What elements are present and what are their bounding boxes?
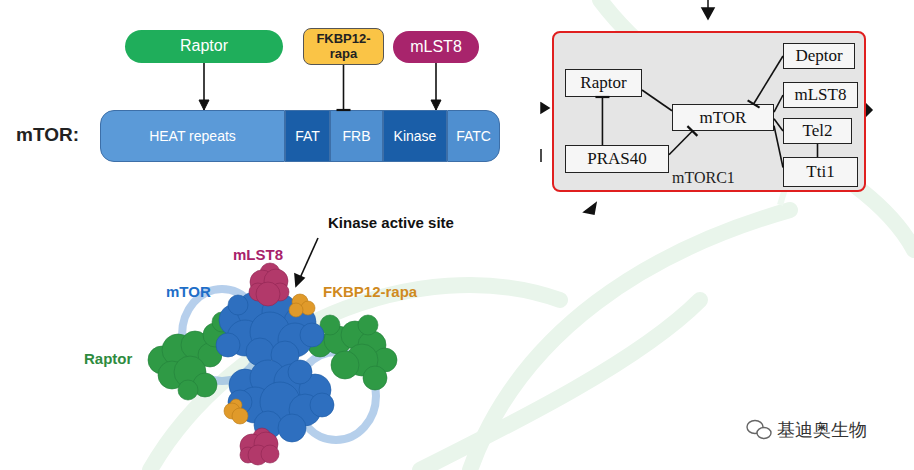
node-label: mLST8 <box>795 85 847 105</box>
group-heading: mTOR: <box>16 124 79 146</box>
complex-box: mTORC1 Raptor Deptor mLST8 mTOR Tel2PRAS40Tti… <box>552 31 866 192</box>
complex-member: Tel2 <box>783 118 852 144</box>
node-label: Raptor <box>180 37 228 55</box>
node-label: mLST8 <box>410 38 462 56</box>
connector <box>774 126 783 168</box>
watermark: 基迪奥生物 <box>777 418 867 442</box>
node-label: HEAT repeats <box>149 128 236 144</box>
node-label: FRB <box>343 128 371 144</box>
connector <box>343 65 345 110</box>
structure-label: mLST8 <box>233 246 283 263</box>
node-label: PRAS40 <box>587 149 647 169</box>
structure-label: Kinase active site <box>328 214 454 231</box>
node-label: mTOR <box>700 108 747 128</box>
domain-segment: FRB <box>330 110 383 162</box>
leader-arrow <box>295 238 318 286</box>
wechat-icon <box>747 421 771 439</box>
structure-label: FKBP12-rapa <box>323 283 417 300</box>
protein-pill: Raptor <box>125 30 283 63</box>
node-label: FAT <box>295 128 320 144</box>
connector <box>435 63 437 110</box>
mlst8-structure <box>240 263 289 465</box>
connector <box>203 63 205 110</box>
drug-complex-box: FKBP12-rapa <box>303 28 384 65</box>
node-label: Deptor <box>795 46 842 66</box>
complex-member: PRAS40 <box>565 145 669 173</box>
fkbp12-structure <box>224 294 315 424</box>
complex-member: Raptor <box>565 69 642 97</box>
complex-member: mLST8 <box>783 82 858 108</box>
inhibition-bar <box>595 96 609 98</box>
node-label: Kinase <box>394 128 437 144</box>
connector <box>774 119 783 131</box>
node-label: FATC <box>456 128 491 144</box>
cropped-pathway-arrows <box>541 0 872 214</box>
inhibition-bar <box>748 100 760 107</box>
domain-segment: FAT <box>285 110 330 162</box>
connector <box>754 56 783 104</box>
arrow-head <box>431 100 441 110</box>
inhibition-bar <box>337 109 351 111</box>
connector <box>602 97 604 145</box>
domain-segment: Kinase <box>383 110 447 162</box>
dna-watermark <box>150 0 914 470</box>
domain-bar: mTOR:HEAT repeatsFATFRBKinaseFATC <box>100 110 500 162</box>
protein-pill: mLST8 <box>393 31 479 63</box>
connector <box>669 131 692 155</box>
connector <box>642 90 672 111</box>
complex-member: Deptor <box>783 43 855 69</box>
arrow-head <box>199 100 209 110</box>
mtor-structure <box>216 292 334 442</box>
heat-rings <box>182 289 376 440</box>
node-label: Tti1 <box>806 162 834 182</box>
group-heading: mTORC1 <box>672 169 735 187</box>
node-label: Tel2 <box>803 121 833 141</box>
connector <box>817 144 819 157</box>
complex-member: mTOR <box>672 104 774 131</box>
domain-segment: HEAT repeats <box>100 110 285 162</box>
connector <box>774 95 783 112</box>
structure-label: mTOR <box>166 283 211 300</box>
node-label: FKBP12-rapa <box>309 32 379 62</box>
complex-member: Tti1 <box>783 157 858 187</box>
inhibition-bar <box>687 126 697 136</box>
structure-label: Raptor <box>84 350 132 367</box>
domain-segment: FATC <box>447 110 500 162</box>
node-label: Raptor <box>580 73 626 93</box>
